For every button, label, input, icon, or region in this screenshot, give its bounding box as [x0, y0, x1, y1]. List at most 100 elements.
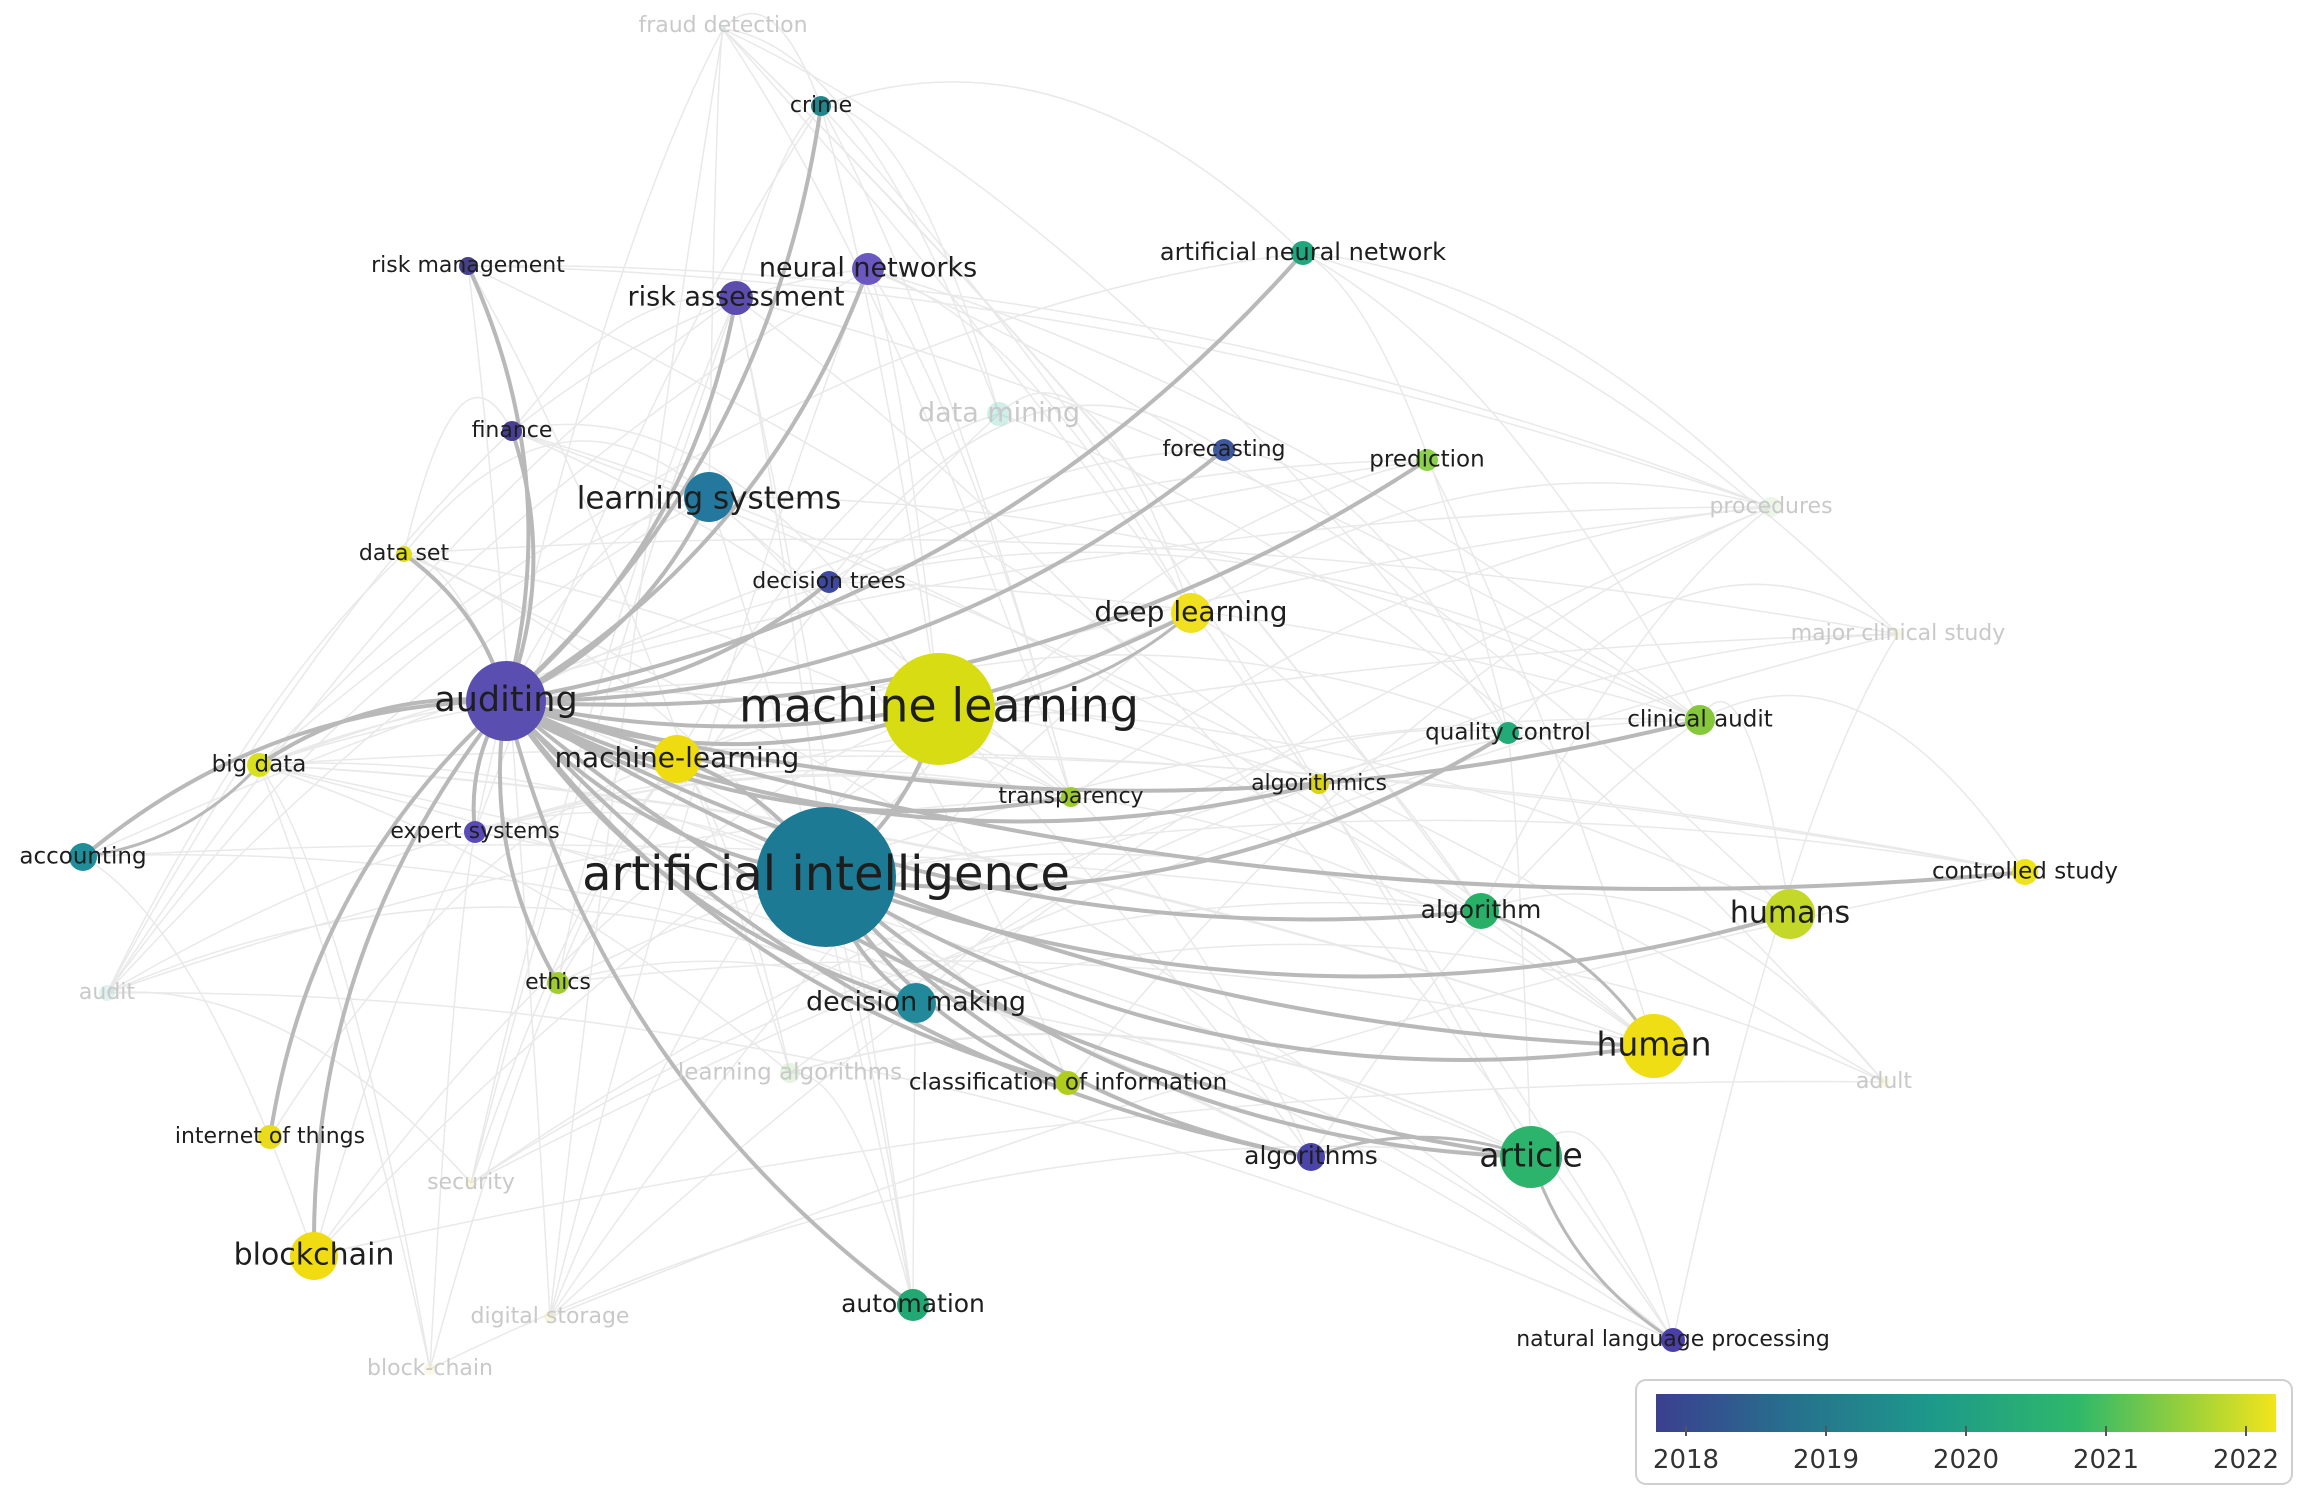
background-link [1302, 252, 1701, 721]
node-label-prediction: prediction [1369, 447, 1484, 473]
background-link [106, 297, 737, 994]
link-auditing-human [504, 699, 1655, 1048]
background-link [1302, 252, 1509, 734]
background-link [511, 268, 869, 432]
node-machine-learning[interactable] [883, 653, 995, 765]
background-link [429, 831, 476, 1370]
link-artificial-intelligence-humans [825, 875, 1791, 979]
background-link [82, 459, 1428, 858]
node-algorithmics[interactable] [1309, 774, 1329, 794]
node-digital-storage[interactable] [544, 1311, 556, 1323]
node-clinical-audit[interactable] [1685, 705, 1715, 735]
node-controlled-study[interactable] [2012, 859, 2038, 885]
node-expert-systems[interactable] [464, 821, 486, 843]
node-prediction[interactable] [1416, 449, 1438, 471]
node-human[interactable] [1622, 1014, 1686, 1078]
node-adult[interactable] [1878, 1076, 1890, 1088]
background-link [313, 708, 940, 1257]
node-label-decision-trees: decision trees [752, 569, 905, 594]
legend-tick-label: 2018 [1653, 1445, 1719, 1475]
node-humans[interactable] [1765, 889, 1815, 939]
node-major-clinical-study[interactable] [1892, 628, 1904, 640]
background-link [676, 755, 2026, 873]
node-article[interactable] [1500, 1126, 1562, 1188]
background-link [1190, 482, 1772, 614]
background-link [1699, 700, 1791, 915]
node-learning-algorithms[interactable] [780, 1063, 800, 1083]
node-neural-networks[interactable] [852, 253, 884, 285]
node-label-data-mining: data mining [918, 398, 1080, 429]
node-label-automation: automation [841, 1289, 985, 1318]
node-automation[interactable] [897, 1289, 929, 1321]
background-link [1480, 506, 1772, 912]
node-algorithms[interactable] [1297, 1143, 1325, 1171]
node-risk-assessment[interactable] [719, 281, 753, 315]
link-auditing-controlled-study [505, 699, 2026, 891]
node-label-classification-of-information: classification of information [909, 1070, 1227, 1096]
node-ethics[interactable] [547, 972, 569, 994]
background-link [1672, 633, 1899, 1341]
node-forecasting[interactable] [1213, 439, 1235, 461]
node-auditing[interactable] [466, 661, 546, 741]
background-link [470, 297, 737, 1184]
background-link [557, 413, 1000, 984]
node-label-procedures: procedures [1709, 494, 1832, 519]
node-data-mining[interactable] [987, 402, 1011, 426]
background-link [258, 764, 1532, 1158]
background-link [474, 769, 1072, 833]
node-label-risk-management: risk management [371, 253, 565, 278]
background-link [789, 1032, 1532, 1158]
background-link [403, 396, 513, 555]
legend-tick-label: 2019 [1793, 1445, 1859, 1475]
background-link [429, 1145, 1532, 1370]
node-label-fraud-detection: fraud detection [638, 13, 807, 38]
background-link [867, 268, 1701, 721]
link-auditing-forecasting [505, 448, 1226, 704]
node-learning-systems[interactable] [684, 472, 734, 522]
node-finance[interactable] [502, 421, 522, 441]
node-machine-learning-2[interactable] [653, 735, 701, 783]
node-data-set[interactable] [396, 546, 412, 562]
node-blockchain[interactable] [290, 1232, 338, 1280]
link-auditing-automation [504, 700, 915, 1307]
background-link [820, 81, 1304, 254]
background-link [708, 28, 724, 498]
background-link [467, 265, 1772, 508]
background-link [106, 496, 710, 994]
node-layer [69, 26, 2038, 1375]
node-decision-trees[interactable] [818, 571, 840, 593]
node-algorithm[interactable] [1463, 893, 1499, 929]
node-artificial-neural-network[interactable] [1291, 241, 1315, 265]
node-audit[interactable] [99, 985, 115, 1001]
background-link [106, 430, 513, 994]
node-block-chain[interactable] [424, 1363, 436, 1375]
node-procedures[interactable] [1761, 497, 1781, 517]
node-fraud-detection[interactable] [720, 26, 726, 32]
node-risk-management[interactable] [459, 257, 477, 275]
node-transparency[interactable] [1061, 787, 1081, 807]
link-auditing-classification-of-information [504, 699, 1069, 1085]
background-link [467, 264, 1772, 508]
node-big-data[interactable] [247, 753, 271, 777]
background-link [722, 12, 822, 107]
background-link [258, 762, 827, 878]
background-link [1318, 633, 1899, 785]
node-internet-of-things[interactable] [258, 1125, 282, 1149]
node-crime[interactable] [811, 96, 831, 116]
background-link [915, 729, 1509, 1004]
node-label-forecasting: forecasting [1163, 437, 1286, 462]
node-deep-learning[interactable] [1171, 593, 1211, 633]
node-natural-language-processing[interactable] [1661, 1328, 1685, 1352]
node-decision-making[interactable] [896, 983, 936, 1023]
node-security[interactable] [465, 1177, 477, 1189]
background-link [258, 268, 869, 766]
node-label-learning-systems: learning systems [577, 481, 842, 517]
background-link [474, 831, 1674, 1341]
node-quality-control[interactable] [1497, 722, 1519, 744]
node-artificial-intelligence[interactable] [756, 807, 896, 947]
node-accounting[interactable] [69, 843, 97, 871]
node-classification-of-information[interactable] [1056, 1071, 1080, 1095]
